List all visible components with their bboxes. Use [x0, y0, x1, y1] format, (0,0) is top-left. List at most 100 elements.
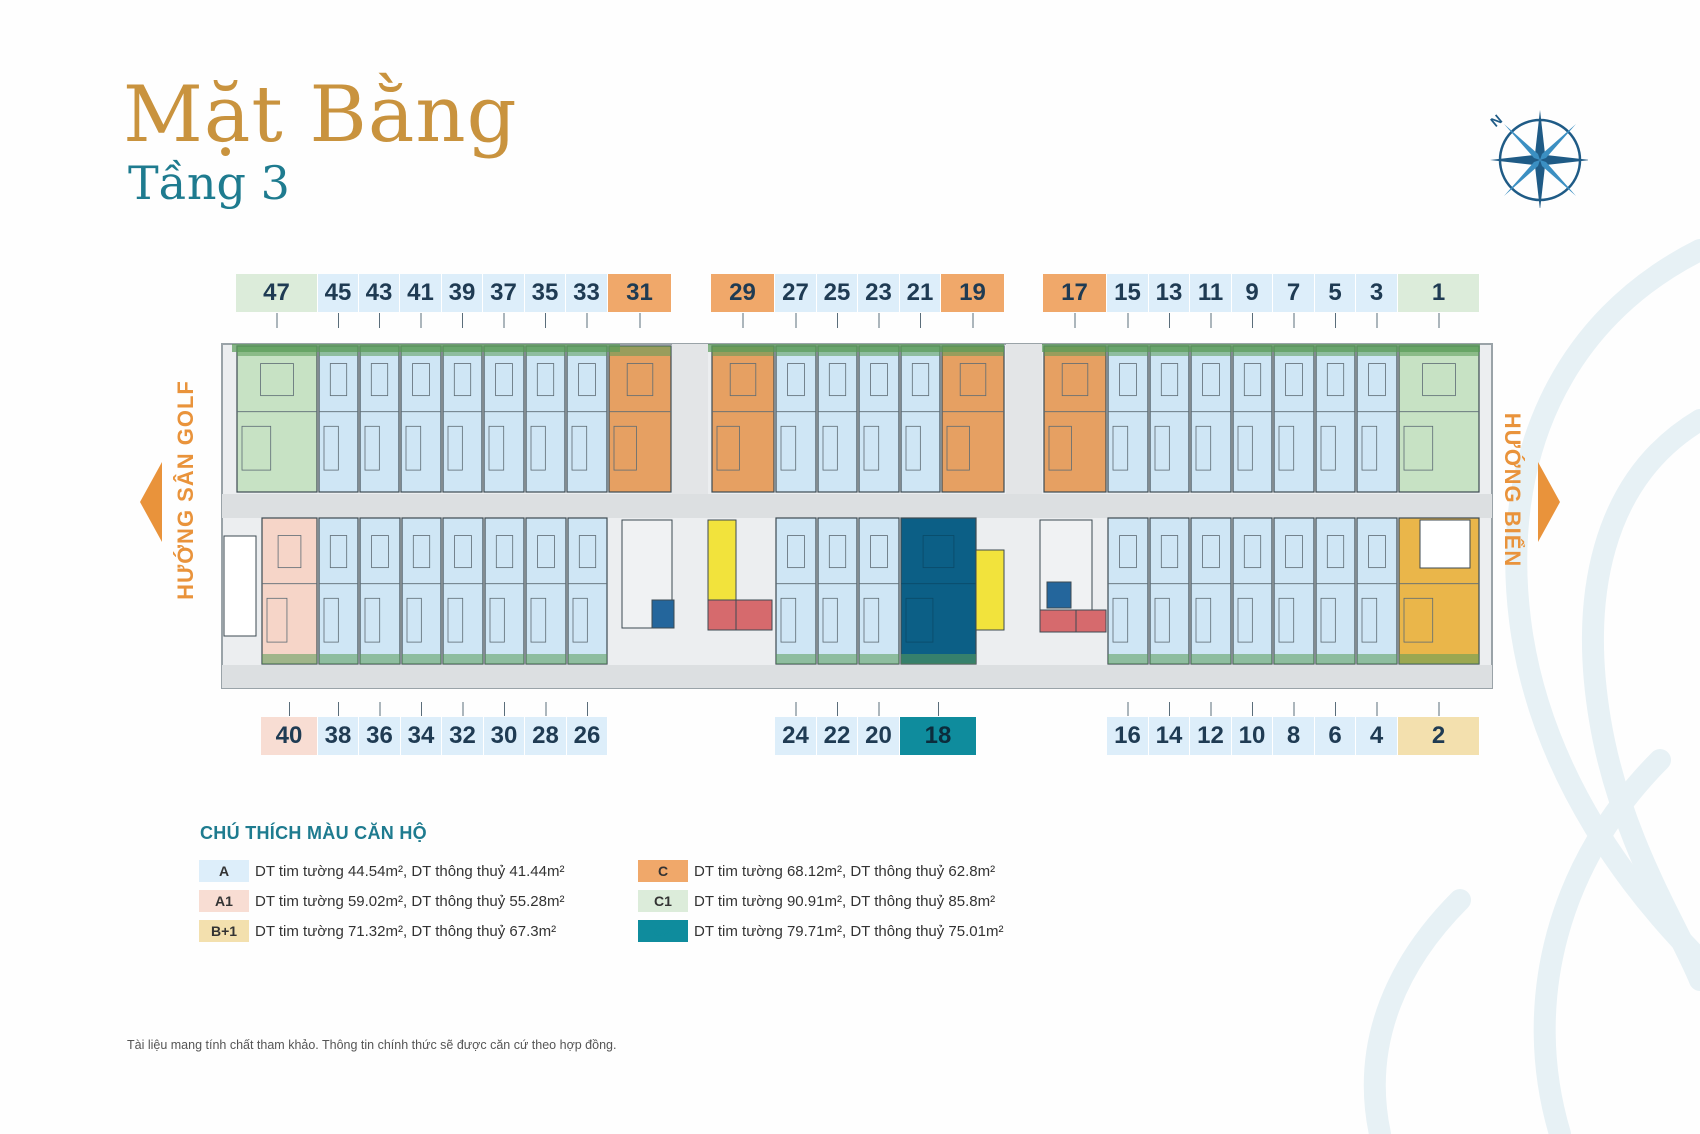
bed-outline	[495, 363, 513, 397]
bathroom-outline	[405, 425, 422, 471]
unit-label-6[interactable]: 6	[1315, 717, 1356, 755]
unit-label-25[interactable]: 25	[817, 274, 858, 312]
bed-outline	[412, 535, 431, 569]
unit-label-22[interactable]: 22	[817, 717, 858, 755]
bed-outline	[537, 535, 555, 569]
unit-label-41[interactable]: 41	[400, 274, 442, 312]
bed-outline	[870, 363, 888, 397]
roof-greenery-2	[1042, 344, 1480, 352]
unit-label-24[interactable]: 24	[775, 717, 817, 755]
bed-outline	[1119, 363, 1137, 397]
unit-label-4[interactable]: 4	[1356, 717, 1398, 755]
bathroom-outline	[1237, 425, 1253, 471]
bathroom-outline	[1278, 597, 1295, 643]
unit-label-34[interactable]: 34	[401, 717, 442, 755]
unit-label-13[interactable]: 13	[1149, 274, 1190, 312]
bathroom-outline	[863, 425, 880, 471]
unit-label-45[interactable]: 45	[318, 274, 359, 312]
bathroom-outline	[1195, 597, 1212, 643]
unit-label-10[interactable]: 10	[1232, 717, 1273, 755]
unit-label-32[interactable]: 32	[442, 717, 484, 755]
unit-label-19[interactable]: 19	[941, 274, 1005, 312]
apartment-fill	[236, 345, 318, 493]
balcony-greenery	[568, 654, 607, 664]
bathroom-outline	[1320, 425, 1336, 471]
unit-label-26[interactable]: 26	[567, 717, 608, 755]
bed-outline	[1422, 363, 1456, 397]
unit-label-29[interactable]: 29	[711, 274, 775, 312]
unit-label-27[interactable]: 27	[775, 274, 817, 312]
bed-outline	[626, 363, 654, 397]
bathroom-outline	[530, 425, 546, 471]
unit-label-5[interactable]: 5	[1315, 274, 1356, 312]
balcony-greenery	[818, 654, 857, 664]
bed-outline	[828, 363, 847, 397]
unit-label-39[interactable]: 39	[442, 274, 483, 312]
bathroom-outline	[1112, 597, 1129, 643]
unit-label-40[interactable]: 40	[261, 717, 318, 755]
unit-label-15[interactable]: 15	[1107, 274, 1149, 312]
bed-outline	[1326, 535, 1345, 569]
bathroom-outline	[1048, 425, 1072, 471]
unit-label-8[interactable]: 8	[1273, 717, 1315, 755]
legend-item-c1: C1 DT tim tường 90.91m², DT thông thuỷ 8…	[638, 890, 995, 912]
unit-label-14[interactable]: 14	[1149, 717, 1190, 755]
bed-outline	[370, 363, 389, 397]
balcony-greenery	[776, 654, 816, 664]
unit-label-31[interactable]: 31	[608, 274, 672, 312]
bathroom-outline	[716, 425, 740, 471]
apartment-9	[1232, 345, 1273, 493]
apartment-34	[401, 517, 442, 665]
unit-label-7[interactable]: 7	[1273, 274, 1315, 312]
roof-greenery-1	[708, 344, 1004, 352]
bathroom-outline	[571, 425, 588, 471]
unit-label-9[interactable]: 9	[1232, 274, 1273, 312]
balcony-greenery	[402, 654, 441, 664]
unit-label-36[interactable]: 36	[359, 717, 401, 755]
unit-label-30[interactable]: 30	[484, 717, 525, 755]
bathroom-outline	[1278, 425, 1295, 471]
unit-label-33[interactable]: 33	[566, 274, 608, 312]
unit-label-20[interactable]: 20	[858, 717, 900, 755]
legend-swatch: B+1	[199, 920, 249, 942]
unit-label-47[interactable]: 47	[236, 274, 318, 312]
arrow-left-icon	[140, 462, 162, 542]
unit-label-1[interactable]: 1	[1398, 274, 1480, 312]
apartment-24	[775, 517, 817, 665]
bathroom-outline	[1361, 597, 1378, 643]
unit-label-17[interactable]: 17	[1043, 274, 1107, 312]
apartment-4	[1356, 517, 1398, 665]
legend-swatch: C	[638, 860, 688, 882]
balcony-greenery	[526, 654, 566, 664]
apartment-39	[442, 345, 483, 493]
lift-core-left	[651, 599, 675, 629]
bathroom-outline	[863, 597, 880, 643]
apartment-fill	[941, 345, 1005, 493]
unit-label-18[interactable]: 18	[900, 717, 977, 755]
apartment-17	[1043, 345, 1107, 493]
bathroom-outline	[905, 425, 921, 471]
unit-label-28[interactable]: 28	[525, 717, 567, 755]
unit-label-23[interactable]: 23	[858, 274, 900, 312]
unit-label-2[interactable]: 2	[1398, 717, 1480, 755]
unit-label-37[interactable]: 37	[483, 274, 525, 312]
apartment-10	[1232, 517, 1273, 665]
unit-label-11[interactable]: 11	[1190, 274, 1232, 312]
unit-label-12[interactable]: 12	[1190, 717, 1232, 755]
bed-outline	[911, 363, 930, 397]
unit-label-16[interactable]: 16	[1107, 717, 1149, 755]
bed-outline	[922, 535, 955, 569]
unit-label-21[interactable]: 21	[900, 274, 941, 312]
bed-outline	[1243, 363, 1262, 397]
unit-label-38[interactable]: 38	[318, 717, 359, 755]
unit-label-43[interactable]: 43	[359, 274, 400, 312]
bed-outline	[1160, 363, 1179, 397]
apartment-43	[359, 345, 400, 493]
unit-label-3[interactable]: 3	[1356, 274, 1398, 312]
bed-outline	[371, 535, 389, 569]
stair-core-east	[1419, 519, 1471, 569]
unit-label-35[interactable]: 35	[525, 274, 566, 312]
balcony-greenery	[319, 654, 358, 664]
